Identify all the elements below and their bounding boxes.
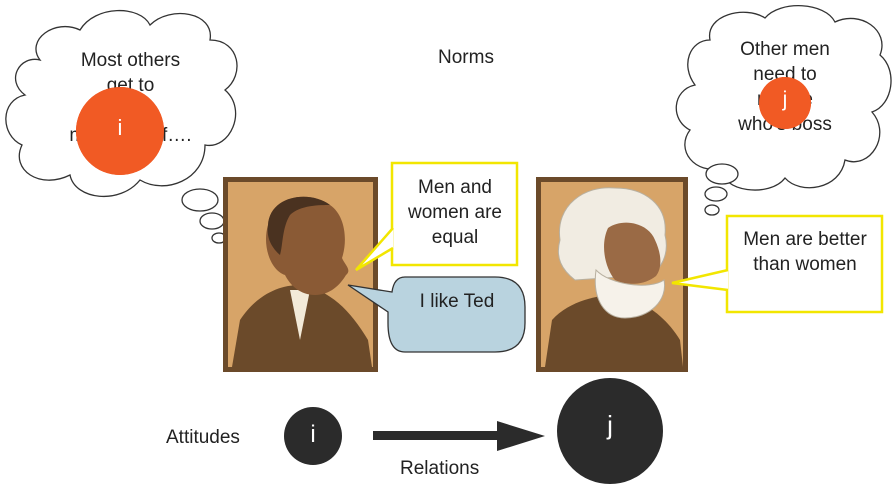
node-i-label: i bbox=[310, 421, 316, 448]
node-i-norm-label: i bbox=[117, 115, 123, 140]
node-i-circle bbox=[284, 407, 342, 465]
callout-right bbox=[671, 214, 884, 314]
speech-bubble bbox=[347, 276, 526, 353]
node-j-circle bbox=[557, 378, 663, 484]
callout-left bbox=[355, 161, 519, 272]
norms-label: Norms bbox=[438, 47, 494, 68]
attitudes-label: Attitudes bbox=[166, 427, 240, 448]
callout-right-text: Men are better than women bbox=[743, 229, 867, 275]
node-j-norm-cover bbox=[759, 77, 811, 129]
node-j-norm-label: j bbox=[782, 88, 788, 111]
portrait-right bbox=[536, 177, 688, 372]
callout-left-text: Men and women are equal bbox=[408, 177, 502, 248]
relations-arrow bbox=[373, 421, 545, 451]
thought-right-line-1: Other men bbox=[740, 39, 830, 60]
relations-label: Relations bbox=[400, 458, 480, 479]
speech-text: I like Ted bbox=[419, 291, 495, 312]
thought-right-line-2: need to bbox=[753, 64, 817, 85]
portrait-left bbox=[223, 177, 378, 372]
thought-left-line-1: Most others bbox=[80, 50, 181, 71]
node-i-norm-cover bbox=[76, 87, 164, 175]
node-j-label: j bbox=[607, 410, 613, 440]
